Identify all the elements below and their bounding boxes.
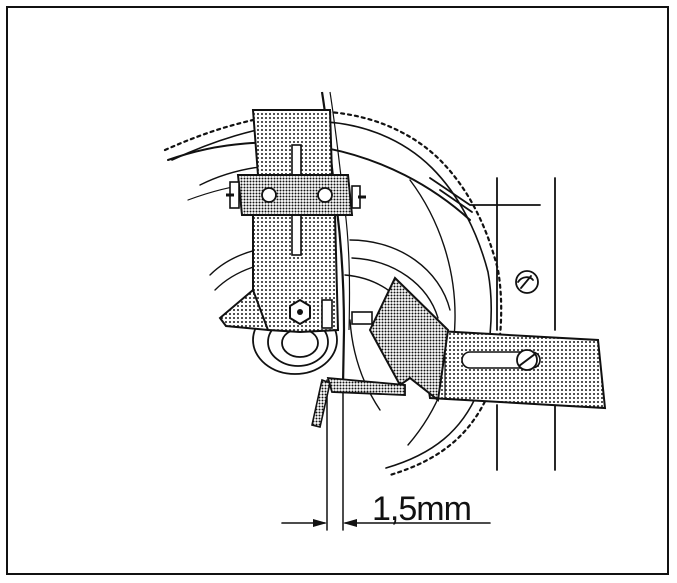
slide-bar (418, 328, 607, 410)
dimension-arrowheads (313, 519, 357, 527)
pawl-lever (351, 276, 450, 402)
hex-nut-icon (289, 298, 311, 326)
frame-screw-icon (515, 270, 539, 294)
clamp-bar (226, 174, 366, 216)
dimension-extension-lines (326, 379, 344, 531)
dimension-label: 1,5mm (372, 490, 471, 528)
lower-strip (311, 376, 406, 428)
frame-rails (429, 177, 556, 471)
